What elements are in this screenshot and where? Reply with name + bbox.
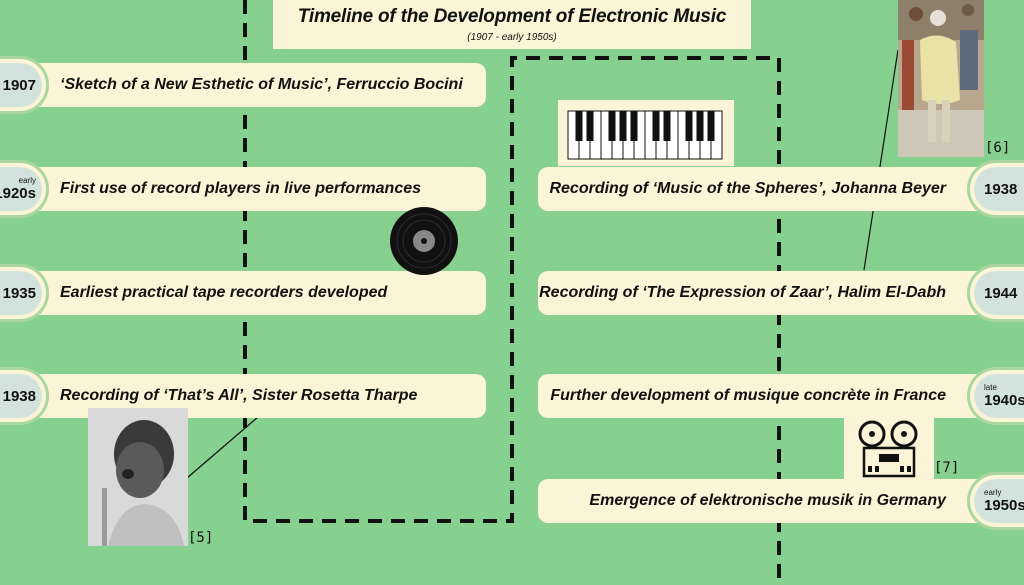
year-badge-left-1: 1907	[0, 63, 42, 107]
title-box: Timeline of the Development of Electroni…	[273, 0, 751, 49]
page-subtitle: (1907 - early 1950s)	[467, 32, 557, 43]
reel-to-reel-tape-icon	[844, 418, 934, 480]
reference-5: [5]	[188, 530, 214, 546]
event-label: First use of record players in live perf…	[60, 180, 422, 197]
event-bar-right-3: Further development of musique concrète …	[538, 374, 1008, 418]
year-badge-right-2: 1944	[974, 271, 1024, 315]
reference-6: [6]	[985, 140, 1011, 156]
event-label: ‘Sketch of a New Esthetic of Music’, Fer…	[60, 76, 463, 93]
year-value: 1938	[984, 180, 1018, 198]
reference-7: [7]	[934, 460, 960, 476]
page-title: Timeline of the Development of Electroni…	[297, 6, 727, 27]
year-value: 1940s	[984, 392, 1024, 409]
year-badge-right-4: early 1950s	[974, 479, 1024, 523]
event-bar-left-2: First use of record players in live perf…	[22, 167, 486, 211]
event-label: Recording of ‘That’s All’, Sister Rosett…	[60, 387, 418, 404]
event-label: Recording of ‘The Expression of Zaar’, H…	[539, 284, 946, 301]
year-value: 1907	[2, 76, 36, 94]
year-value: 1935	[2, 284, 36, 302]
year-badge-left-4: 1938	[0, 374, 42, 418]
event-label: Emergence of elektronische musik in Germ…	[589, 492, 946, 509]
photo-halim-el-dabh	[898, 0, 984, 157]
year-prefix: early	[18, 176, 36, 185]
year-badge-right-1: 1938	[974, 167, 1024, 211]
year-prefix: late	[984, 383, 997, 392]
vinyl-record-icon	[390, 207, 458, 275]
event-label: Further development of musique concrète …	[550, 387, 946, 404]
year-value: 1950s	[984, 497, 1024, 514]
year-prefix: early	[984, 488, 1002, 497]
event-label: Earliest practical tape recorders develo…	[60, 284, 388, 301]
year-value: 1944	[984, 284, 1018, 302]
year-badge-left-3: 1935	[0, 271, 42, 315]
event-bar-right-4: Emergence of elektronische musik in Germ…	[538, 479, 1008, 523]
event-bar-right-2: Recording of ‘The Expression of Zaar’, H…	[538, 271, 1008, 315]
event-bar-left-3: Earliest practical tape recorders develo…	[22, 271, 486, 315]
event-bar-left-1: ‘Sketch of a New Esthetic of Music’, Fer…	[22, 63, 486, 107]
photo-sister-rosetta-tharpe	[88, 408, 188, 546]
event-label: Recording of ‘Music of the Spheres’, Joh…	[549, 180, 946, 197]
piano-keyboard-icon	[558, 100, 734, 166]
year-value: 1938	[2, 387, 36, 405]
year-badge-right-3: late 1940s	[974, 374, 1024, 418]
event-bar-right-1: Recording of ‘Music of the Spheres’, Joh…	[538, 167, 1008, 211]
year-value: 1920s	[0, 185, 36, 202]
year-badge-left-2: early 1920s	[0, 167, 42, 211]
